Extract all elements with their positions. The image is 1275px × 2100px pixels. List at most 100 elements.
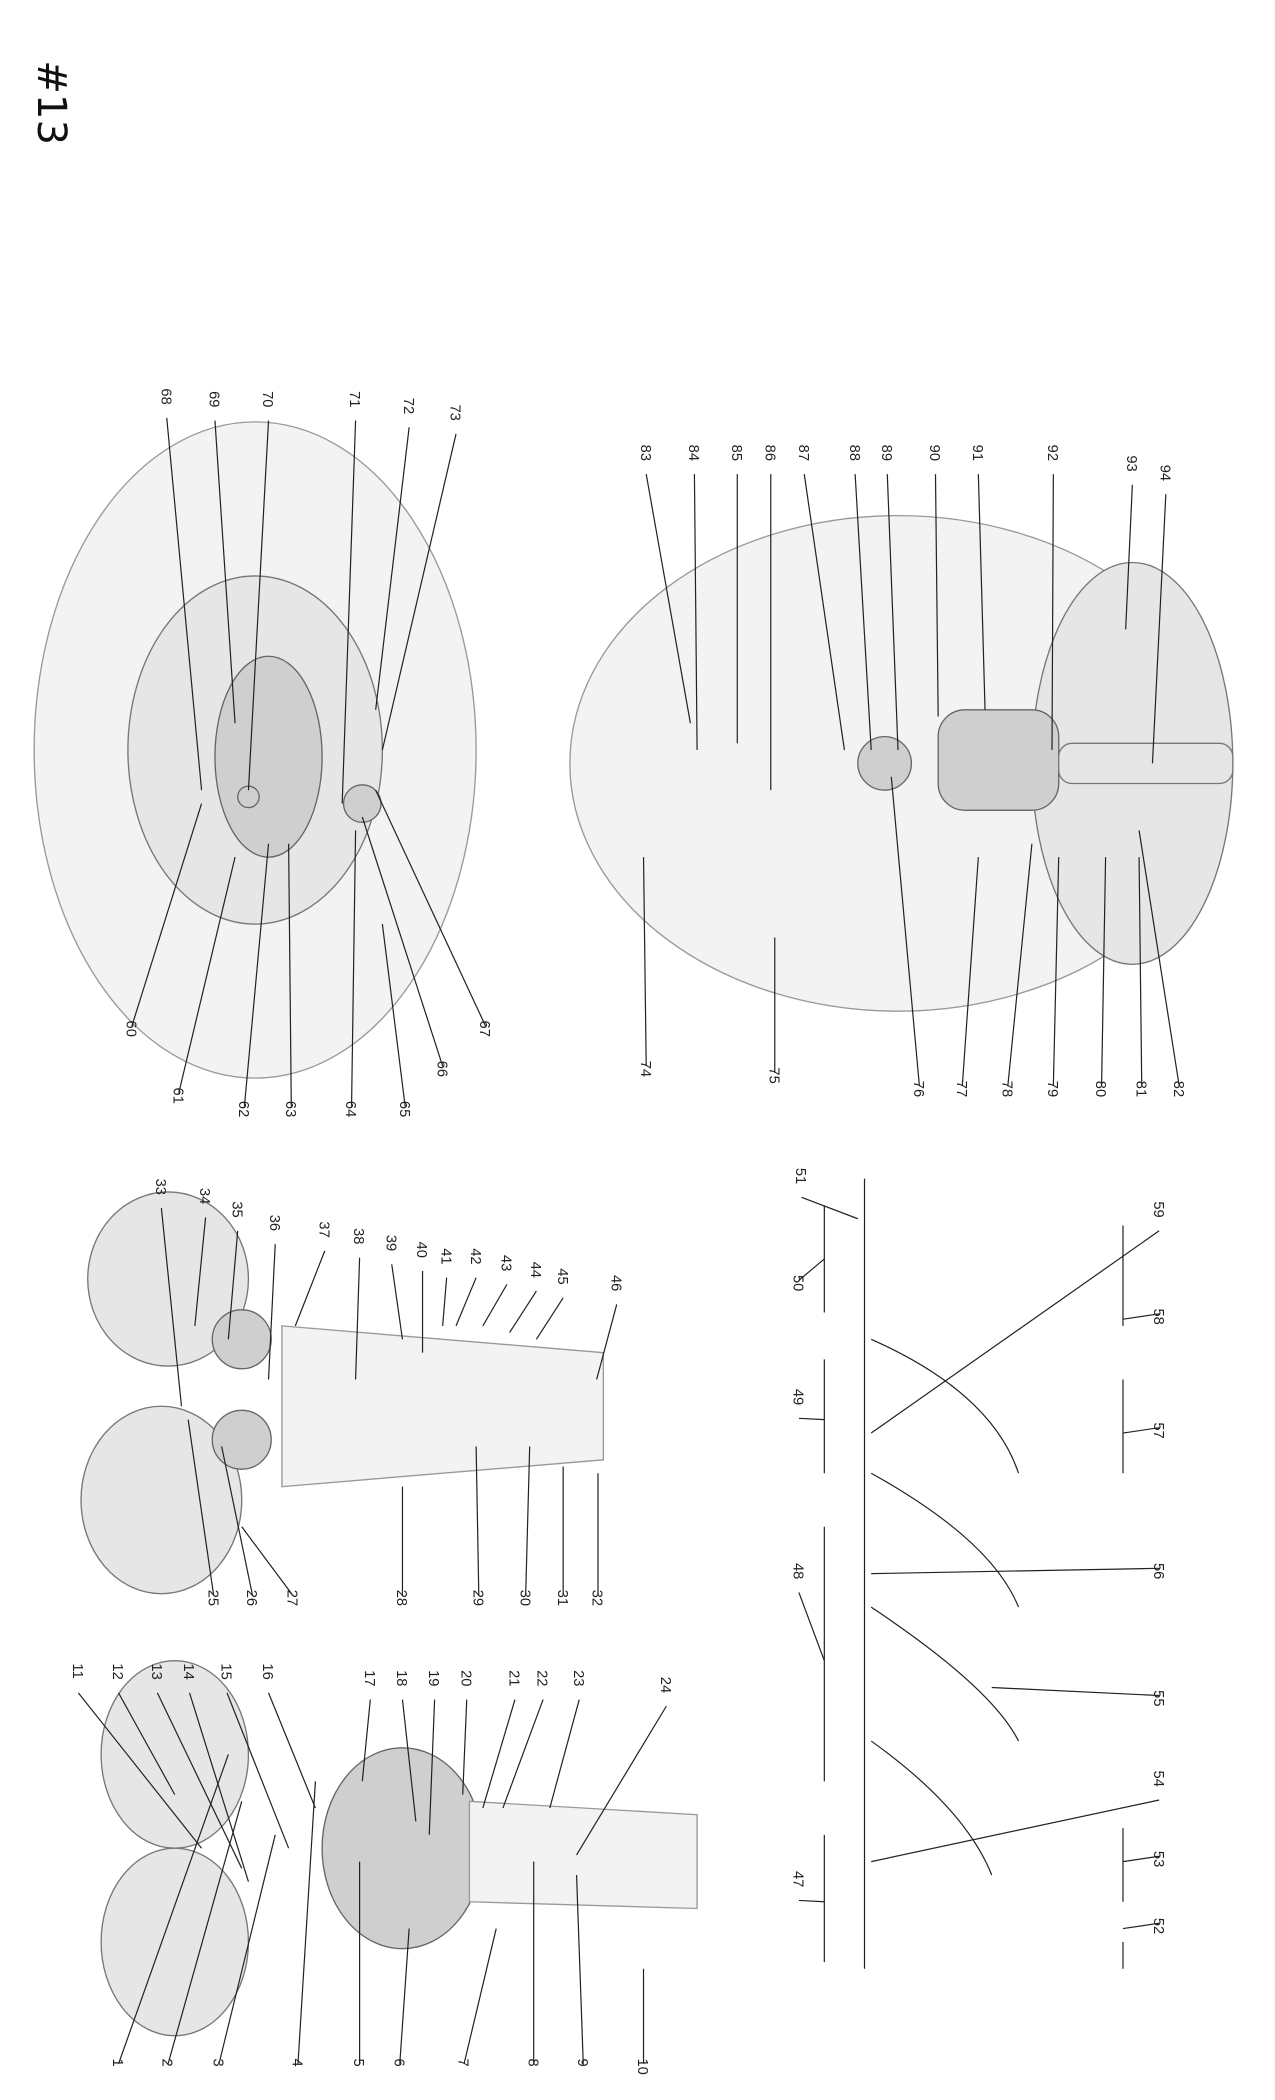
leader-line-19 xyxy=(428,1699,436,1835)
label-20: 20 xyxy=(457,1670,473,1686)
leader-line-20 xyxy=(462,1699,468,1795)
label-14: 14 xyxy=(180,1663,196,1679)
label-63: 63 xyxy=(282,1101,298,1117)
label-73: 73 xyxy=(447,404,463,420)
spinal-cord-drawing xyxy=(823,1178,1124,1969)
leader-line-72 xyxy=(375,427,410,710)
label-58: 58 xyxy=(1150,1308,1166,1324)
leader-line-43 xyxy=(482,1284,508,1327)
label-92: 92 xyxy=(1044,445,1060,461)
leader-line-82 xyxy=(1138,830,1180,1087)
page-number-handwritten: #13 xyxy=(28,60,74,145)
leader-line-74 xyxy=(642,857,647,1067)
label-72: 72 xyxy=(400,398,416,414)
brainstem-ventral-drawing xyxy=(100,1660,698,2037)
label-5: 5 xyxy=(350,2058,366,2066)
label-9: 9 xyxy=(574,2058,590,2066)
leader-line-87 xyxy=(803,474,846,751)
leader-line-29 xyxy=(475,1446,480,1596)
leader-line-4 xyxy=(297,1781,317,2064)
label-81: 81 xyxy=(1132,1081,1148,1097)
leader-line-73 xyxy=(381,433,457,751)
label-76: 76 xyxy=(910,1081,926,1097)
leader-line-60 xyxy=(131,803,203,1027)
leader-line-37 xyxy=(294,1250,326,1327)
brainstem-dorsal-drawing xyxy=(80,1191,605,1595)
leader-line-42 xyxy=(455,1277,477,1327)
label-32: 32 xyxy=(589,1590,605,1606)
leader-line-13 xyxy=(156,1692,243,1869)
label-41: 41 xyxy=(437,1248,453,1264)
leader-line-79 xyxy=(1052,857,1060,1087)
label-68: 68 xyxy=(157,388,173,404)
label-38: 38 xyxy=(350,1228,366,1244)
label-8: 8 xyxy=(524,2058,540,2066)
leader-line-84 xyxy=(693,474,698,751)
leader-line-70 xyxy=(247,420,270,791)
label-28: 28 xyxy=(393,1590,409,1606)
leader-line-2 xyxy=(167,1801,243,2065)
label-94: 94 xyxy=(1156,465,1172,481)
label-10: 10 xyxy=(634,2058,650,2074)
leader-line-77 xyxy=(961,857,979,1087)
leader-line-55 xyxy=(991,1686,1160,1697)
label-18: 18 xyxy=(393,1670,409,1686)
leader-line-1 xyxy=(117,1754,229,2065)
label-33: 33 xyxy=(152,1179,168,1195)
label-79: 79 xyxy=(1044,1081,1060,1097)
label-49: 49 xyxy=(790,1389,806,1405)
leader-line-47 xyxy=(798,1899,825,1903)
leader-line-3 xyxy=(218,1834,276,2064)
leader-line-78 xyxy=(1007,843,1033,1087)
label-15: 15 xyxy=(218,1663,234,1679)
label-34: 34 xyxy=(196,1188,212,1204)
label-71: 71 xyxy=(346,391,362,407)
label-3: 3 xyxy=(210,2058,226,2066)
label-46: 46 xyxy=(607,1275,623,1291)
label-64: 64 xyxy=(342,1101,358,1117)
leader-line-61 xyxy=(178,857,236,1093)
label-47: 47 xyxy=(790,1871,806,1887)
label-87: 87 xyxy=(795,445,811,461)
leader-line-53 xyxy=(1122,1855,1160,1863)
leader-line-46 xyxy=(596,1304,618,1380)
brain-dissection-drawing xyxy=(33,421,477,1079)
label-48: 48 xyxy=(790,1563,806,1579)
leader-line-27 xyxy=(241,1526,294,1596)
label-31: 31 xyxy=(554,1590,570,1606)
leader-line-90 xyxy=(934,474,939,717)
label-62: 62 xyxy=(235,1101,251,1117)
leader-line-36 xyxy=(267,1244,276,1380)
page-mark: #13 xyxy=(28,60,74,145)
label-16: 16 xyxy=(259,1663,275,1679)
leader-line-52 xyxy=(1122,1922,1160,1930)
leader-line-91 xyxy=(977,474,986,710)
leader-line-59 xyxy=(870,1230,1160,1434)
leader-line-7 xyxy=(463,1928,497,2064)
label-66: 66 xyxy=(433,1061,449,1077)
label-11: 11 xyxy=(69,1663,85,1678)
label-13: 13 xyxy=(148,1663,164,1679)
label-59: 59 xyxy=(1150,1201,1166,1217)
label-83: 83 xyxy=(637,445,653,461)
label-89: 89 xyxy=(878,445,894,461)
leader-line-9 xyxy=(575,1874,584,2064)
leader-line-76 xyxy=(890,776,921,1087)
label-75: 75 xyxy=(765,1067,781,1083)
label-52: 52 xyxy=(1150,1918,1166,1934)
leader-line-94 xyxy=(1151,494,1167,764)
label-37: 37 xyxy=(315,1221,331,1237)
label-60: 60 xyxy=(123,1021,139,1037)
label-29: 29 xyxy=(469,1590,485,1606)
label-88: 88 xyxy=(846,445,862,461)
leader-line-69 xyxy=(214,420,236,724)
label-45: 45 xyxy=(554,1268,570,1284)
label-70: 70 xyxy=(259,391,275,407)
leader-line-26 xyxy=(221,1446,254,1596)
label-2: 2 xyxy=(159,2058,175,2066)
label-50: 50 xyxy=(790,1275,806,1291)
label-86: 86 xyxy=(761,445,777,461)
leader-line-51 xyxy=(801,1196,859,1220)
label-42: 42 xyxy=(467,1248,483,1264)
